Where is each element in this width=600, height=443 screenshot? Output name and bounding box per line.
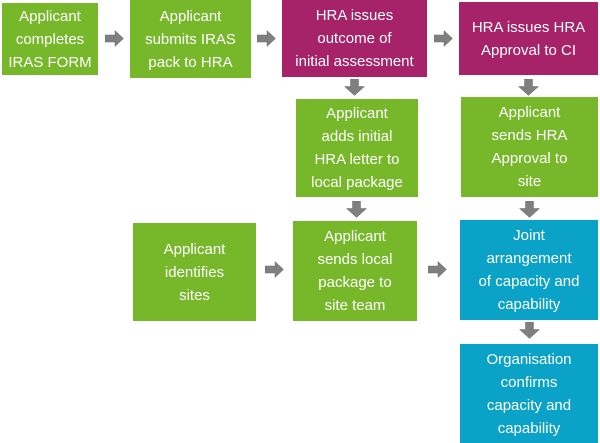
- flow-arrow-right-icon: [265, 261, 284, 278]
- step-label: Applicant sends HRA Approval to site: [491, 104, 568, 190]
- step-organisation-confirms: Organisation confirms capacity and capab…: [460, 344, 598, 443]
- step-applicant-completes-iras-form: Applicant completes IRAS FORM: [2, 3, 98, 75]
- step-label: Organisation confirms capacity and capab…: [486, 350, 572, 437]
- flow-arrow-right-icon: [434, 30, 453, 47]
- flow-arrow-down-icon: [346, 201, 367, 218]
- step-applicant-sends-hra-approval: Applicant sends HRA Approval to site: [461, 97, 598, 197]
- step-label: Applicant identifies sites: [163, 240, 226, 304]
- step-applicant-adds-initial-hra-letter: Applicant adds initial HRA letter to loc…: [296, 99, 418, 197]
- step-joint-arrangement: Joint arrangement of capacity and capabi…: [460, 220, 598, 320]
- flow-arrow-down-icon: [519, 322, 540, 339]
- step-label: Applicant completes IRAS FORM: [8, 7, 92, 71]
- step-applicant-identifies-sites: Applicant identifies sites: [133, 223, 256, 321]
- flow-arrow-right-icon: [257, 30, 276, 47]
- step-applicant-submits-iras-pack: Applicant submits IRAS pack to HRA: [130, 0, 251, 78]
- flow-arrow-down-icon: [518, 79, 539, 96]
- flow-arrow-down-icon: [519, 201, 540, 218]
- step-label: HRA issues outcome of initial assessment: [295, 7, 414, 70]
- step-label: Applicant adds initial HRA letter to loc…: [311, 105, 403, 191]
- step-hra-issues-approval-to-ci: HRA issues HRA Approval to CI: [459, 2, 598, 75]
- step-label: Applicant sends local package to site te…: [317, 228, 393, 314]
- step-label: Joint arrangement of capacity and capabi…: [478, 227, 580, 313]
- step-applicant-sends-local-package: Applicant sends local package to site te…: [293, 221, 417, 321]
- step-label: HRA issues HRA Approval to CI: [471, 18, 586, 59]
- step-label: Applicant submits IRAS pack to HRA: [145, 7, 236, 71]
- flow-arrow-down-icon: [344, 79, 365, 96]
- step-hra-issues-outcome: HRA issues outcome of initial assessment: [282, 0, 427, 77]
- flow-arrow-right-icon: [428, 261, 447, 278]
- flow-arrow-right-icon: [105, 30, 124, 47]
